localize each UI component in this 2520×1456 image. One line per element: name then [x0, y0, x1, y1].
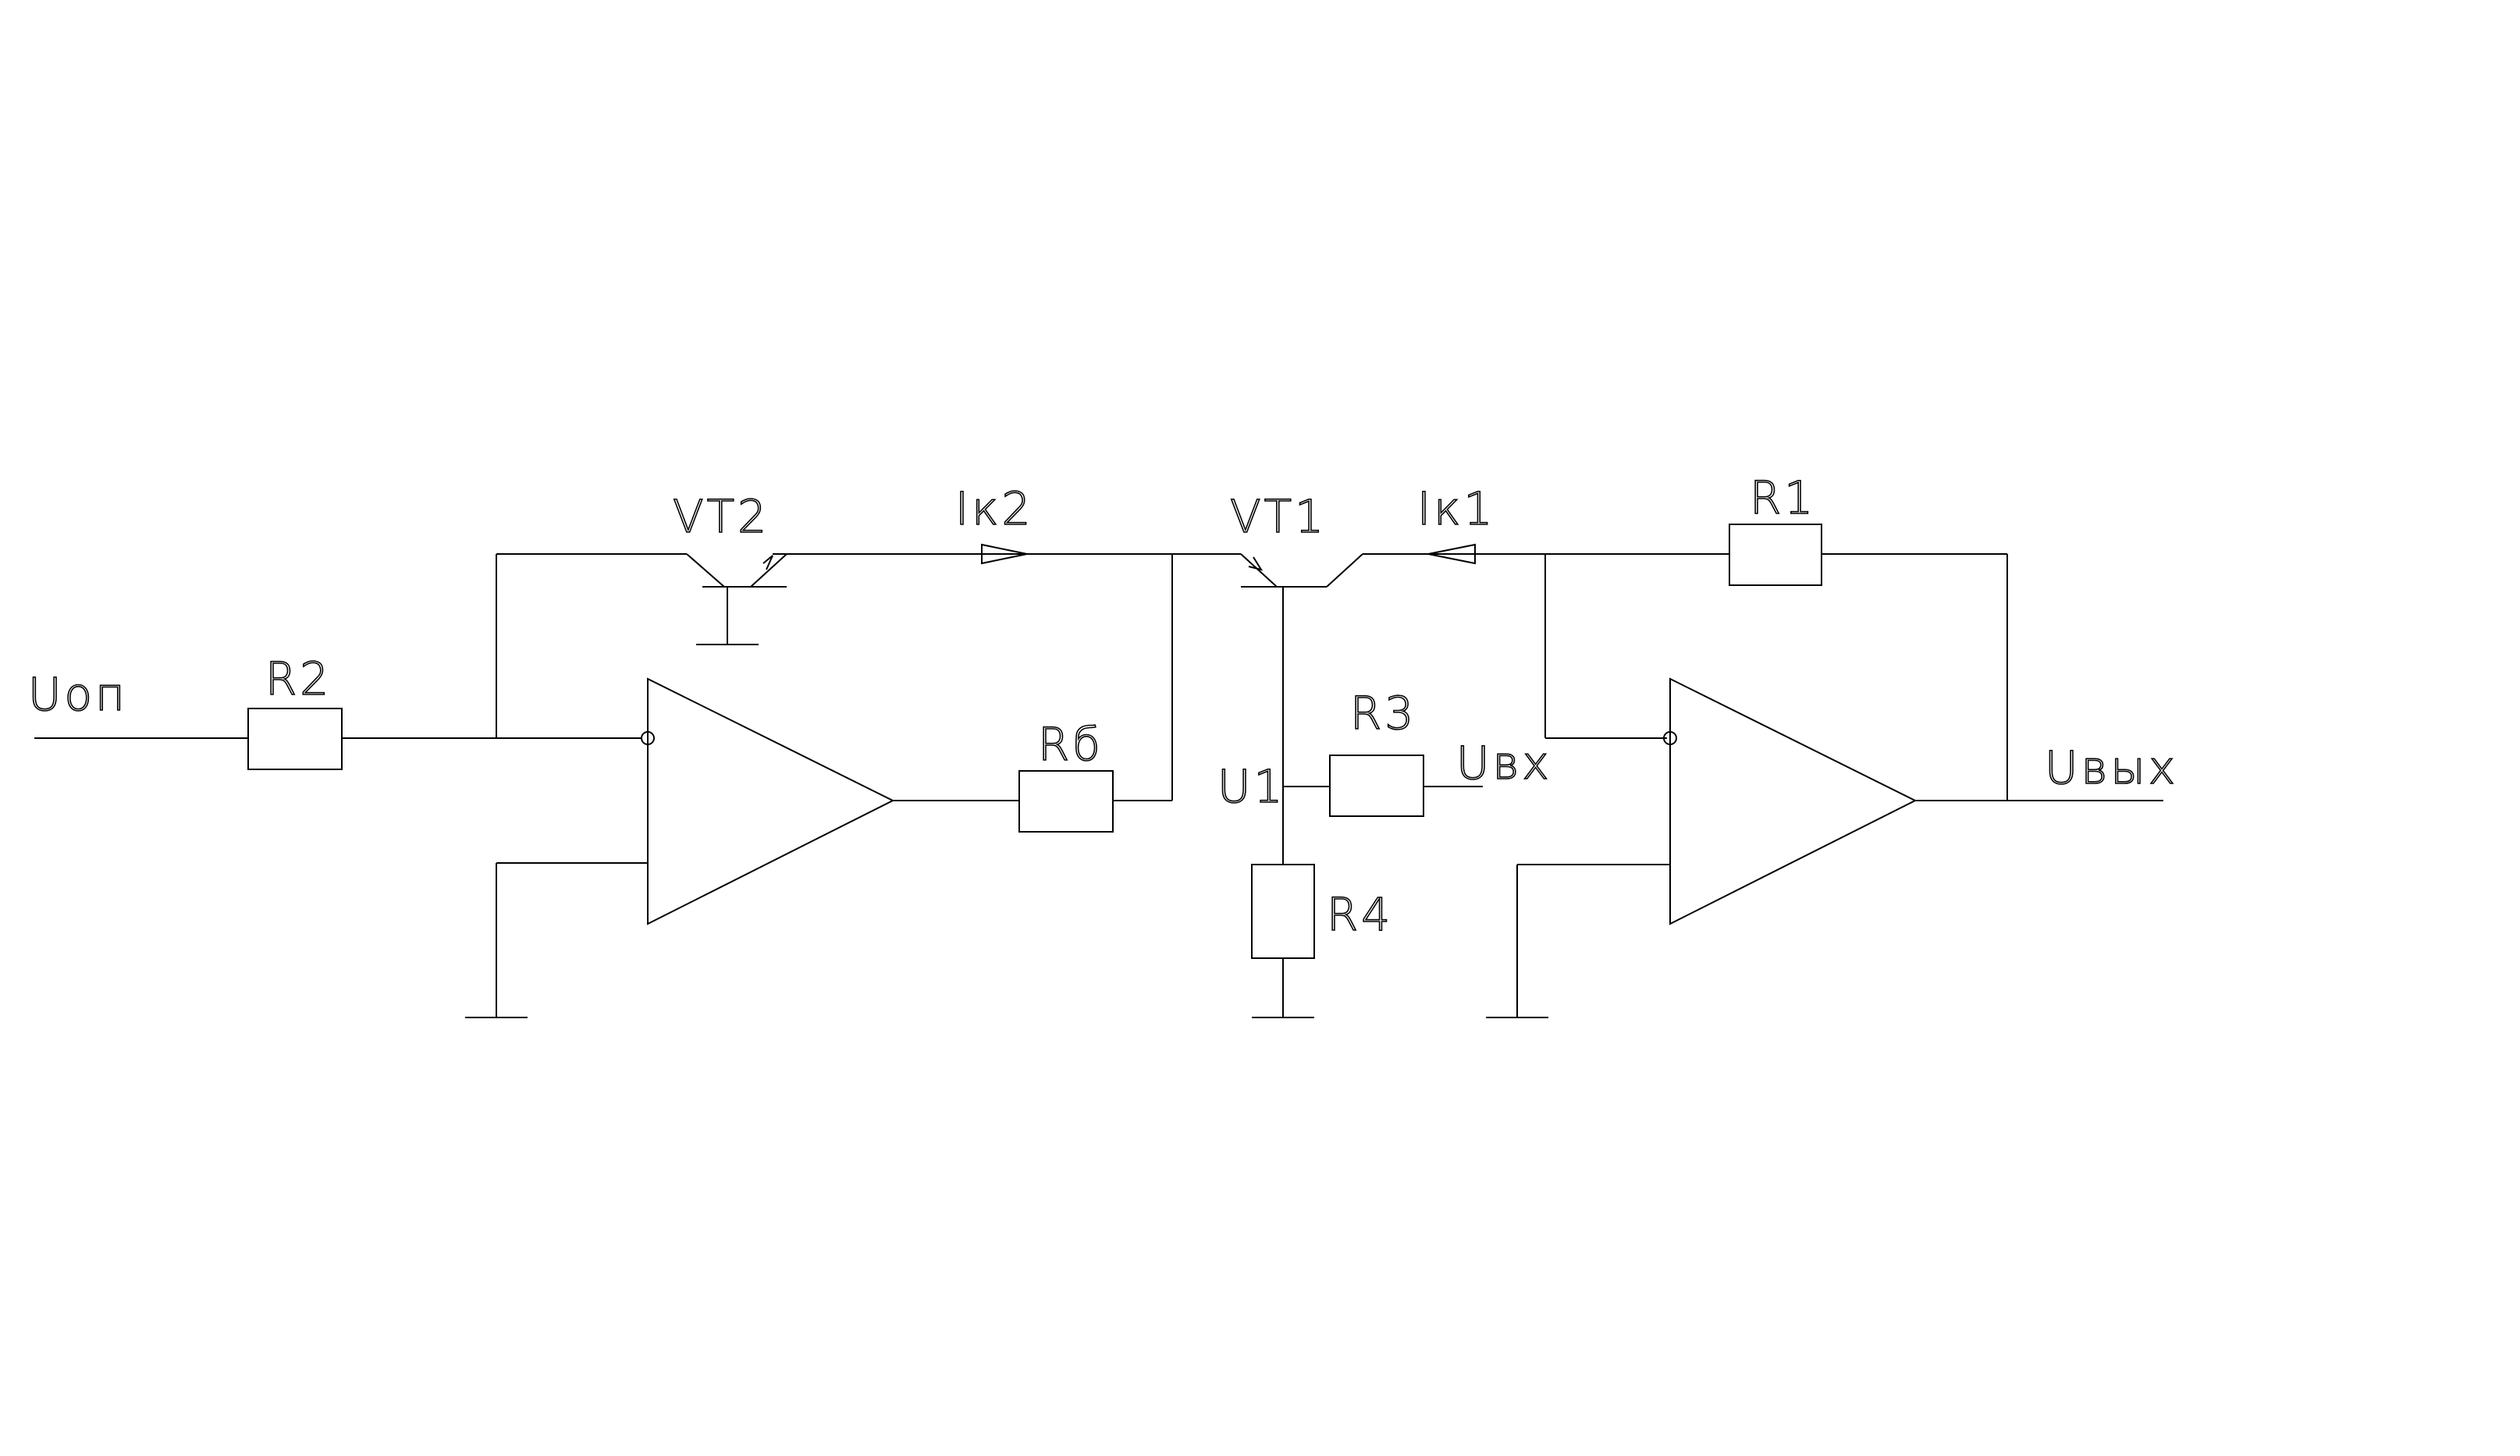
transistor-vt2 [686, 553, 787, 645]
label-vt1: VT1 [1230, 490, 1327, 543]
transistor-vt1 [1240, 553, 1363, 588]
label-u-vyx: Uвых [2045, 741, 2178, 794]
label-vt2: VT2 [673, 490, 770, 543]
wire-rb-to-top [1113, 554, 1173, 801]
label-ik1: Iк1 [1417, 482, 1495, 535]
resistor-r1 [1729, 524, 1822, 586]
opamp-1-inverting-input [641, 731, 655, 745]
label-r2: R2 [265, 652, 332, 705]
arrow-ik1 [1427, 543, 1476, 565]
resistor-r4 [1251, 864, 1315, 959]
ground-r4 [1252, 958, 1314, 1018]
resistor-r3 [1329, 755, 1424, 817]
label-r3: R3 [1350, 687, 1416, 740]
label-u-op: Uоп [28, 668, 128, 721]
opamp-2-ground [1486, 864, 1670, 1018]
label-ik2: Iк2 [955, 482, 1033, 535]
wire-r2-to-opamp1 [342, 553, 687, 739]
arrow-ik2 [981, 543, 1028, 565]
resistor-r2 [247, 708, 343, 770]
opamp-2 [1669, 677, 1918, 925]
opamp-1-ground [465, 862, 648, 1018]
label-u-vx: Uвх [1456, 737, 1552, 790]
wire-feedback-r1 [1544, 553, 2008, 801]
opamp-1 [647, 677, 895, 925]
label-rb: Rб [1038, 718, 1104, 771]
label-r1: R1 [1750, 471, 1816, 524]
label-u1: U1 [1217, 760, 1285, 813]
opamp-2-inverting-input [1663, 731, 1677, 745]
label-r4: R4 [1327, 888, 1393, 941]
resistor-rb [1018, 770, 1114, 833]
